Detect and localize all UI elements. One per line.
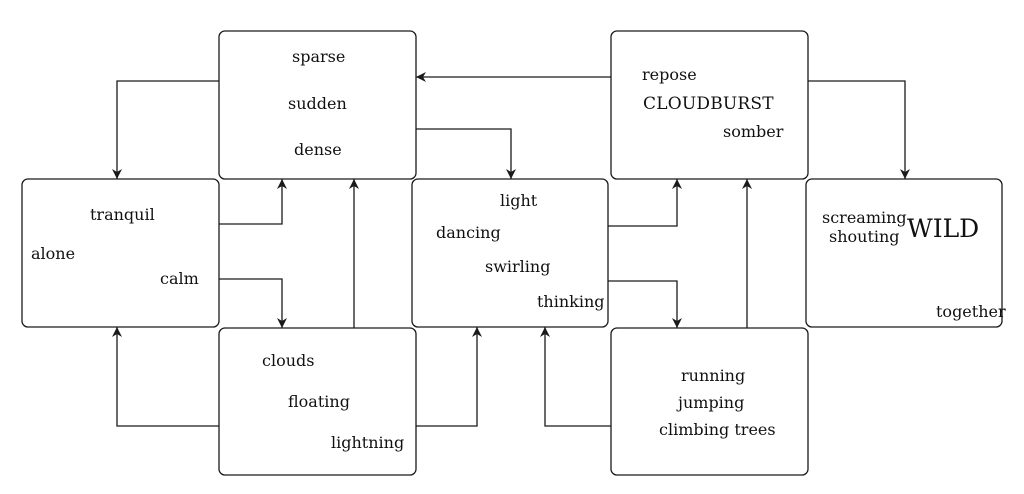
node-bottom-left-box [218, 327, 417, 476]
word-thinking: thinking [537, 292, 605, 311]
node-bottom-right-box [610, 327, 809, 476]
arrow-mid-left-to-bottom-left [219, 278, 287, 328]
word-calm: calm [160, 269, 199, 288]
node-bottom-right: running jumping climbing trees [610, 327, 809, 476]
word-alone: alone [31, 244, 75, 263]
word-together: together [936, 302, 1006, 321]
node-top-left: sparse sudden dense [218, 30, 417, 180]
word-dense: dense [294, 140, 342, 159]
arrow-mid-center-to-bottom-right [608, 280, 682, 328]
node-top-left-box [218, 30, 417, 180]
node-top-right-box [610, 30, 809, 180]
node-top-right: repose CLOUDBURST somber [610, 30, 809, 180]
word-climbing-trees: climbing trees [659, 420, 776, 439]
word-somber: somber [723, 122, 784, 141]
connectors [112, 72, 910, 427]
word-sudden: sudden [288, 94, 347, 113]
word-repose: repose [642, 65, 697, 84]
node-mid-right-box [805, 178, 1003, 328]
node-mid-left: tranquil alone calm [21, 178, 220, 328]
word-jumping: jumping [676, 393, 744, 412]
word-wild: WILD [907, 214, 979, 243]
word-sparse: sparse [292, 47, 345, 66]
word-tranquil: tranquil [90, 205, 155, 224]
node-bottom-left: clouds floating lightning [218, 327, 417, 476]
word-light: light [500, 191, 538, 210]
word-running: running [681, 366, 745, 385]
arrow-top-right-to-mid-right [808, 80, 910, 179]
node-mid-center: light dancing swirling thinking [411, 178, 609, 328]
arrow-top-left-to-mid-left [112, 80, 219, 179]
arrow-bottom-left-to-mid-center [416, 327, 482, 427]
word-shouting: shouting [829, 227, 900, 246]
arrow-bottom-right-to-mid-center [540, 327, 611, 427]
node-mid-center-box [411, 178, 609, 328]
node-mid-left-box [21, 178, 220, 328]
node-mid-right: screaming shouting WILD together [805, 178, 1006, 328]
arrow-top-left-to-mid-center [416, 128, 516, 179]
word-clouds: clouds [262, 351, 314, 370]
word-cloudburst: CLOUDBURST [643, 94, 774, 114]
word-floating: floating [288, 392, 350, 411]
arrow-bottom-left-to-mid-left [112, 327, 219, 427]
arrow-mid-center-to-top-right [608, 179, 682, 227]
word-swirling: swirling [485, 257, 550, 276]
word-dancing: dancing [436, 223, 501, 242]
word-lightning: lightning [331, 433, 404, 452]
arrow-mid-left-to-top-left [219, 179, 287, 225]
word-screaming: screaming [822, 208, 907, 227]
